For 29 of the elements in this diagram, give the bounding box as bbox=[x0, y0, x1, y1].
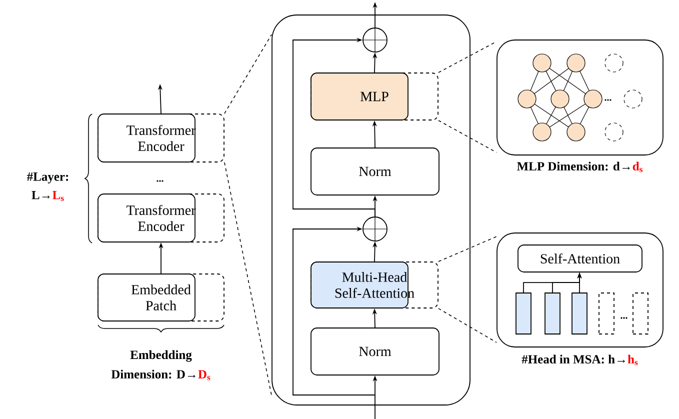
zoom-line bbox=[438, 308, 497, 343]
head-bar bbox=[516, 292, 532, 334]
layer-box: Norm bbox=[310, 328, 440, 376]
dimension-label: L→ L$_{s}$ bbox=[32, 190, 64, 202]
head-bar bbox=[572, 292, 588, 334]
layer-box: MLP bbox=[310, 72, 438, 120]
zoom-line bbox=[438, 41, 497, 73]
layer-box: Embedded Patch bbox=[98, 274, 224, 322]
zoom-line bbox=[224, 34, 272, 114]
ellipsis: ... bbox=[620, 317, 628, 319]
block-frame bbox=[272, 14, 470, 406]
ellipsis: ... bbox=[156, 180, 164, 182]
head-bar bbox=[544, 292, 560, 334]
ellipsis: ... bbox=[604, 99, 612, 101]
zoom-line bbox=[438, 236, 497, 262]
layer-box: Norm bbox=[310, 148, 440, 196]
sum-circle bbox=[362, 216, 388, 242]
head-bar bbox=[598, 292, 614, 334]
node-label: #Head in MSA: h→ h$_{s}$ bbox=[522, 354, 638, 366]
layer-box: Self-Attention bbox=[518, 244, 642, 272]
arrow bbox=[292, 38, 376, 217]
dimension-label: Dimension: D→ D$_{s}$ bbox=[111, 370, 210, 380]
zoom-line bbox=[224, 162, 272, 396]
head-bar bbox=[632, 292, 648, 334]
node-label: MLP Dimension: d→ d$_{s}$ bbox=[516, 162, 643, 172]
sum-circle bbox=[362, 28, 388, 52]
dimension-label: Embedding bbox=[130, 350, 192, 362]
dimension-label: #Layer: bbox=[27, 172, 68, 184]
arrow bbox=[292, 226, 376, 396]
